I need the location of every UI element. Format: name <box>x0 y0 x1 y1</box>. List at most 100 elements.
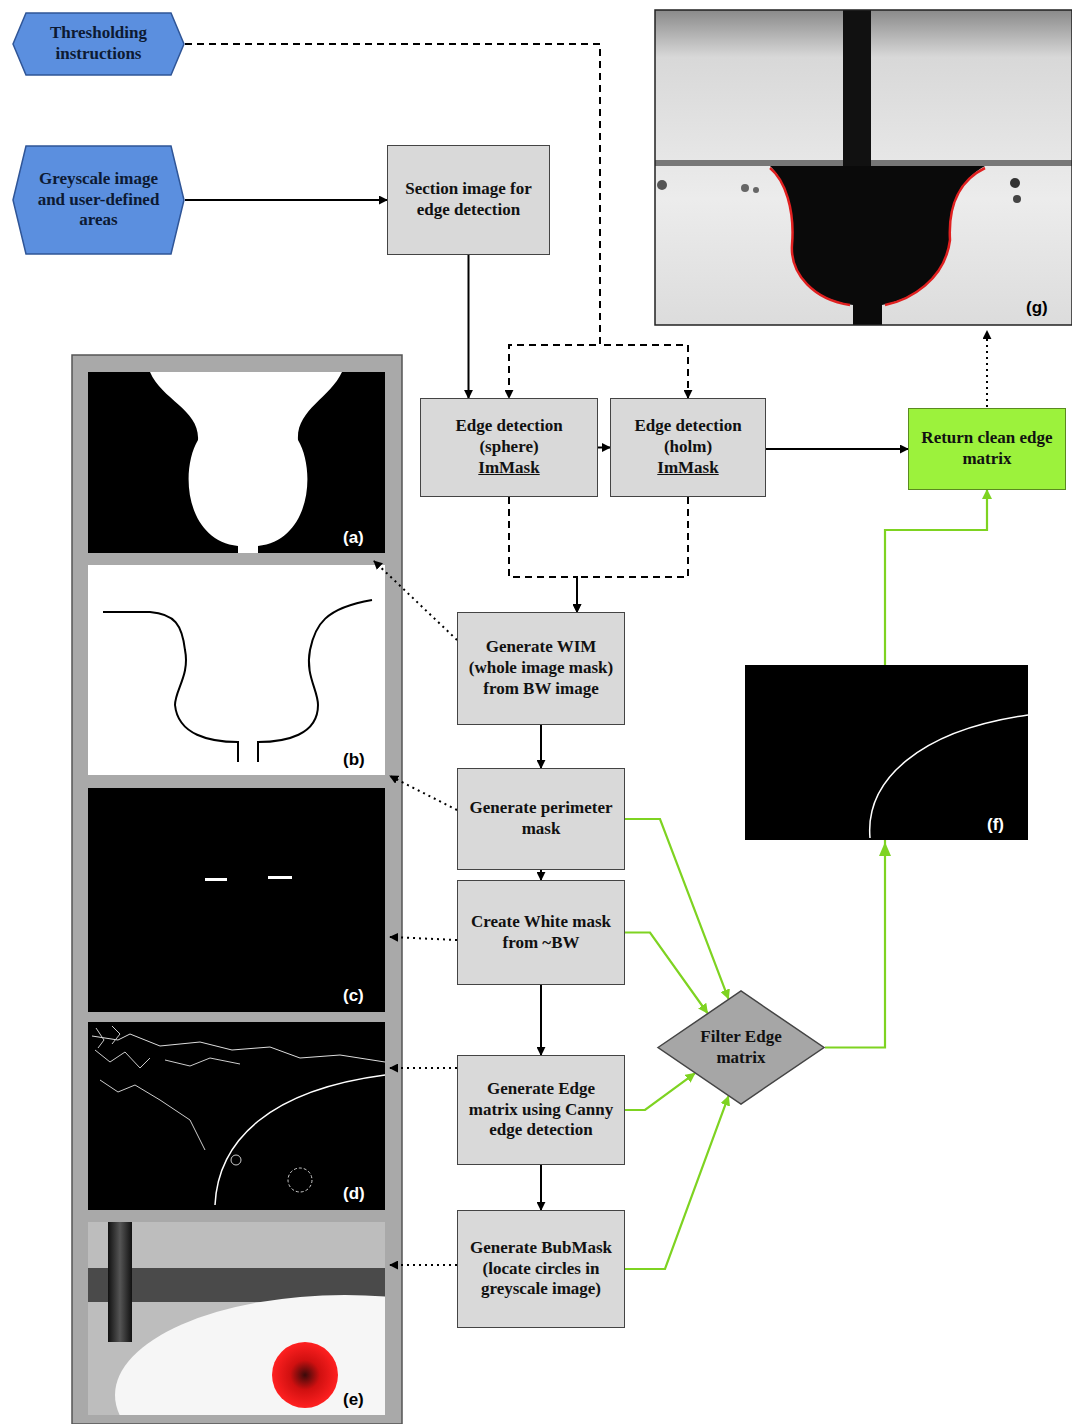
panel-g-result-part <box>885 168 985 305</box>
panel-d-canny-part <box>288 1168 312 1192</box>
panel-g-result-part <box>1010 178 1020 188</box>
panel-letter: (a) <box>343 528 364 548</box>
input-hexagon: Greyscale image and user-defined areas <box>12 145 185 255</box>
node-label: Greyscale image and user-defined areas <box>34 169 163 231</box>
node-text-group: Filter Edge matrix <box>657 1023 825 1072</box>
process-box: Generate BubMask (locate circles in grey… <box>457 1210 625 1328</box>
panel-e-bubble-part <box>115 1295 385 1415</box>
panel-g-result <box>655 10 1072 325</box>
function-name: ImMask <box>619 458 757 479</box>
panel-g-border <box>655 10 1072 325</box>
node-text-group: Generate BubMask (locate circles in grey… <box>458 1234 624 1304</box>
panel-e-bubble-part <box>272 1342 338 1408</box>
panel-frame-part <box>72 355 402 1424</box>
leader-arrows <box>374 331 987 1265</box>
node-label: Thresholding instructions <box>34 23 163 64</box>
node-text-group: Return clean edge matrix <box>909 424 1065 473</box>
panel-g-result-part <box>843 10 871 170</box>
panel-f-clean-edge <box>745 665 1028 856</box>
panel-g-result-part <box>741 184 749 192</box>
dashed-arrow <box>509 497 577 612</box>
node-label: Edge detection (sphere) <box>429 416 589 457</box>
process-box: Edge detection (sphere)ImMask <box>420 398 598 497</box>
dashed-arrow <box>185 44 688 398</box>
node-text-group: Greyscale image and user-defined areas <box>12 165 185 235</box>
panel-d-canny-part <box>88 1022 385 1210</box>
flow-arrow <box>468 255 470 398</box>
panel-g-result-part <box>1013 195 1021 203</box>
flow-arrow <box>540 725 542 768</box>
node-text-group: Generate perimeter mask <box>458 794 624 843</box>
node-text-group: Generate WIM (whole image mask) from BW … <box>458 633 624 703</box>
panel-f-clean-edge-part <box>745 665 1028 840</box>
node-text-group: Create White mask from ~BW <box>458 908 624 957</box>
panel-c-white-mask-part <box>268 876 292 879</box>
node-text-group: Generate Edge matrix using Canny edge de… <box>458 1075 624 1145</box>
function-name: ImMask <box>429 458 589 479</box>
flow-arrow <box>598 447 610 449</box>
node-label: Generate perimeter mask <box>466 798 616 839</box>
node-text-group: Edge detection (sphere)ImMask <box>421 412 597 482</box>
output-box: Return clean edge matrix <box>908 408 1066 490</box>
panel-letter: (g) <box>1026 298 1048 318</box>
panel-d-canny <box>88 1022 385 1210</box>
panel-g-result-part <box>753 187 759 193</box>
leader-arrows-part <box>986 331 988 407</box>
panel-b-perimeter-part <box>258 600 372 762</box>
panel-letter: (c) <box>343 986 364 1006</box>
panel-a-mask <box>88 372 385 553</box>
node-label: Generate Edge matrix using Canny edge de… <box>466 1079 616 1141</box>
panel-g-border-part <box>655 10 1072 325</box>
filter-arrow <box>625 1073 695 1110</box>
panel-b-perimeter <box>88 565 385 775</box>
leader-arrows-part <box>390 937 457 940</box>
panel-letter: (d) <box>343 1184 365 1204</box>
leader-arrows-part <box>390 776 457 810</box>
process-box: Generate Edge matrix using Canny edge de… <box>457 1055 625 1165</box>
panel-frame <box>72 355 402 1424</box>
flow-arrow <box>540 985 542 1055</box>
process-box: Section image for edge detection <box>387 145 550 255</box>
panel-d-canny-part <box>96 1026 120 1048</box>
process-box: Edge detection (holm)ImMask <box>610 398 766 497</box>
node-text-group: Thresholding instructions <box>12 19 185 68</box>
flow-arrow <box>540 870 542 880</box>
node-label: Create White mask from ~BW <box>466 912 616 953</box>
panel-letter: (e) <box>343 1390 364 1410</box>
dashed-arrow <box>185 44 600 398</box>
panel-e-bubble-part <box>108 1222 132 1342</box>
node-label: Return clean edge matrix <box>917 428 1057 469</box>
node-label: Edge detection (holm) <box>619 416 757 457</box>
process-box: Create White mask from ~BW <box>457 880 625 985</box>
panel-f-clean-edge-part <box>870 715 1028 838</box>
panel-letter: (b) <box>343 750 365 770</box>
panel-letter: (f) <box>987 815 1004 835</box>
leader-arrows-part <box>374 561 457 640</box>
panel-a-mask-part <box>88 372 385 553</box>
panel-g-result-part <box>770 166 985 325</box>
panel-d-canny-part <box>231 1155 241 1165</box>
decision-diamond: Filter Edge matrix <box>657 990 825 1105</box>
panel-f-clean-edge-part <box>879 842 891 856</box>
flow-arrow <box>540 1165 542 1210</box>
panel-g-result-part <box>770 168 850 305</box>
panel-c-white-mask <box>88 788 385 1012</box>
shape-outline <box>13 13 184 75</box>
node-text-group: Section image for edge detection <box>388 175 549 224</box>
node-label: Generate BubMask (locate circles in grey… <box>466 1238 616 1300</box>
leader-arrows-part <box>390 1264 457 1266</box>
process-box: Generate perimeter mask <box>457 768 625 870</box>
panel-g-result-part <box>657 180 667 190</box>
panel-d-canny-part <box>95 1050 240 1150</box>
shape-outline <box>13 146 184 254</box>
filter-arrow <box>625 933 707 1014</box>
flow-arrow <box>185 199 387 201</box>
node-label: Section image for edge detection <box>396 179 541 220</box>
panel-b-perimeter-part <box>88 565 385 775</box>
leader-arrows-part <box>390 1067 457 1069</box>
filter-arrow <box>625 1096 728 1269</box>
panel-d-canny-part <box>215 1075 385 1205</box>
panel-c-white-mask-part <box>88 788 385 1012</box>
node-label: Filter Edge matrix <box>693 1027 789 1068</box>
